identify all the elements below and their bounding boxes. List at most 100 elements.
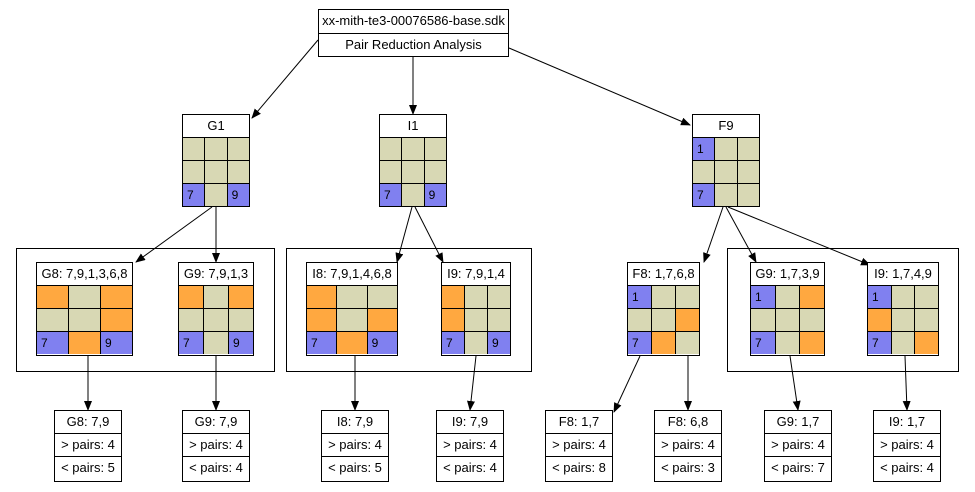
node-title: G1 [207,118,225,133]
given-cell: 9 [229,332,253,354]
empty-cell [402,138,424,160]
empty-cell [337,286,367,308]
leaf-lt-pairs: < pairs: 5 [322,456,388,479]
leaf-title: G8: 7,9 [66,414,110,429]
leaf-title: G9: 1,7 [776,414,820,429]
given-cell: 7 [628,332,651,354]
given-cell: 1 [751,286,775,308]
empty-cell [337,309,367,331]
edge-i9-leaf [467,355,477,411]
leaf-gt-pairs: > pairs: 4 [765,433,831,456]
highlight-cell [307,286,337,308]
leaf-lt-pairs: < pairs: 4 [874,456,940,479]
node-title: F8: 1,7,6,8 [632,266,695,281]
edge-root-g1 [251,39,319,119]
given-cell: 7 [751,332,775,354]
leaf-g9-17: G9: 1,7 > pairs: 4 < pairs: 7 [764,410,832,482]
empty-cell [204,286,228,308]
given-cell: 9 [101,332,132,354]
leaf-gt-pairs: > pairs: 4 [322,433,388,456]
empty-cell [775,309,800,331]
edge-f8-leaf1 [613,355,641,413]
cluster-g1 [16,248,275,372]
leaf-lt-pairs: < pairs: 4 [183,456,249,479]
root-title: xx-mith-te3-00076586-base.sdk [319,10,508,34]
leaf-lt-pairs: < pairs: 3 [655,456,721,479]
given-cell: 7 [693,184,715,206]
highlight-cell [652,332,675,354]
empty-cell [465,309,487,331]
leaf-i9-17: I9: 1,7 > pairs: 4 < pairs: 4 [873,410,941,482]
leaf-title: I9: 1,7 [888,414,926,429]
highlight-cell [337,332,367,354]
empty-cell [891,286,915,308]
empty-cell [227,138,249,160]
leaf-gt-pairs: > pairs: 4 [655,433,721,456]
highlight-cell [307,309,337,331]
empty-cell [676,286,699,308]
node-title: I8: 7,9,1,4,6,8 [312,266,392,281]
edge-i1-i9 [414,206,444,263]
empty-cell [465,286,487,308]
empty-cell [465,332,487,354]
leaf-title: I8: 7,9 [336,414,374,429]
empty-cell [715,184,737,206]
leaf-lt-pairs: < pairs: 7 [765,456,831,479]
empty-cell [205,184,227,206]
given-cell: 7 [37,332,68,354]
leaf-gt-pairs: > pairs: 4 [546,433,612,456]
highlight-cell [915,332,938,354]
empty-cell [367,286,397,308]
empty-cell [693,161,715,183]
empty-cell [737,138,759,160]
node-title: G9: 7,9,1,3 [183,266,249,281]
empty-cell [179,309,203,331]
given-cell: 1 [693,138,715,160]
leaf-g8-79: G8: 7,9 > pairs: 4 < pairs: 5 [54,410,122,482]
leaf-g9-79: G9: 7,9 > pairs: 4 < pairs: 4 [182,410,250,482]
highlight-cell [179,286,203,308]
leaf-gt-pairs: > pairs: 4 [874,433,940,456]
root-node: xx-mith-te3-00076586-base.sdk Pair Reduc… [318,9,509,57]
empty-cell [424,138,446,160]
empty-cell [800,309,824,331]
empty-cell [37,309,68,331]
edge-g1-g8 [135,206,213,263]
empty-cell [652,286,675,308]
empty-cell [628,309,651,331]
highlight-cell [37,286,68,308]
edge-i1-i8 [395,206,413,263]
leaf-lt-pairs: < pairs: 4 [437,456,503,479]
node-title: I1 [407,118,419,133]
given-cell: 9 [424,184,446,206]
edge-root-f9 [508,47,691,126]
given-cell: 7 [442,332,464,354]
highlight-cell [442,309,464,331]
node-title: G8: 7,9,1,3,6,8 [41,266,128,281]
leaf-lt-pairs: < pairs: 8 [546,456,612,479]
empty-cell [891,309,915,331]
empty-cell [775,286,800,308]
node-title: I9: 7,9,1,4 [447,266,505,281]
empty-cell [915,286,938,308]
empty-cell [751,309,775,331]
empty-cell [183,138,205,160]
empty-cell [488,309,510,331]
leaf-lt-pairs: < pairs: 5 [55,456,121,479]
empty-cell [380,138,402,160]
highlight-cell [367,309,397,331]
